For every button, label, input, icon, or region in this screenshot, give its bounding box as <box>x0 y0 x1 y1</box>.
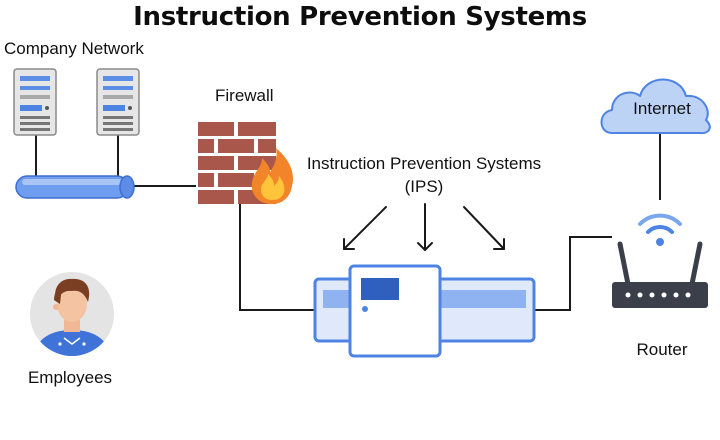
connector-lines <box>35 134 661 311</box>
diagram-title: Instruction Prevention Systems <box>133 2 587 32</box>
router-label: Router <box>636 340 688 359</box>
ips-to-router-line <box>534 236 612 311</box>
ips-label: Instruction Prevention Systems (IPS) <box>306 154 542 196</box>
wifi-icon <box>638 213 682 226</box>
arrow-right-icon <box>463 206 505 250</box>
employees-label: Employees <box>27 368 113 387</box>
server-icon <box>96 68 140 136</box>
network-pipe-icon <box>15 175 135 199</box>
cloud-icon <box>600 78 711 135</box>
ips-device-icon <box>313 264 536 358</box>
arrow-left-icon <box>343 206 387 250</box>
internet-label: Internet <box>633 99 691 118</box>
company-network-label: Company Network <box>4 39 144 58</box>
firewall-to-ips-line <box>239 204 315 311</box>
server-icon <box>13 68 57 136</box>
employee-avatar-icon <box>30 272 114 356</box>
firewall-icon <box>198 120 294 204</box>
firewall-label: Firewall <box>215 86 274 105</box>
ips-arrows <box>343 203 505 251</box>
router-icon <box>612 213 708 308</box>
